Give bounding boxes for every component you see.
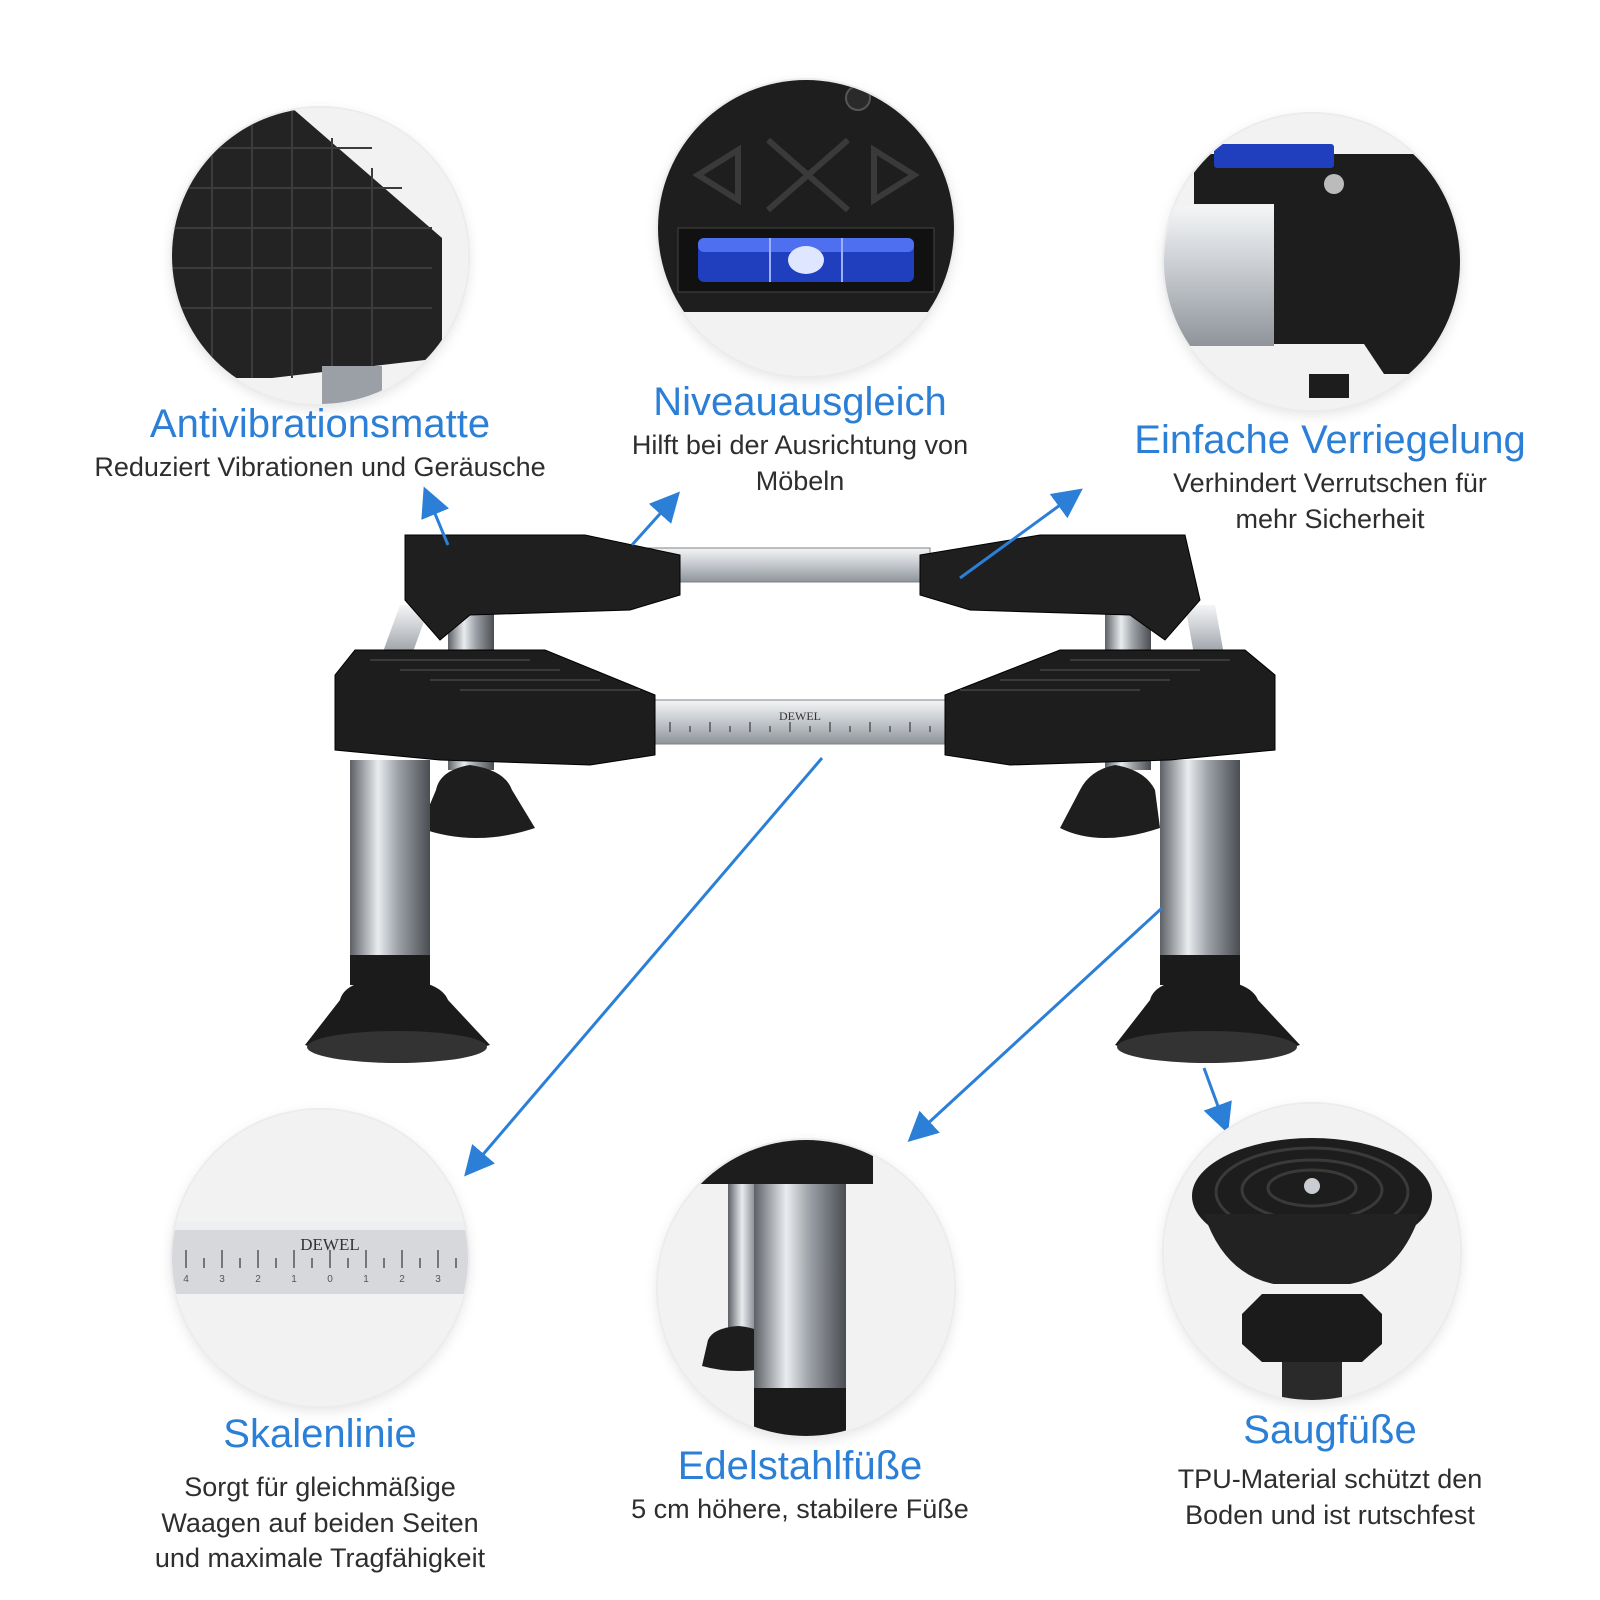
feature-description: Verhindert Verrutschen für mehr Sicherhe…: [1100, 466, 1560, 537]
feature-stainless-steel-feet: Edelstahlfüße 5 cm höhere, stabilere Füß…: [580, 1444, 1020, 1528]
anti-vibration-mat-surface: [172, 108, 442, 378]
front-left-bracket-ribs: [370, 659, 640, 691]
arrow-antivibration: [421, 486, 450, 546]
scale-tick-label: 3: [435, 1274, 441, 1285]
feature-description-line: Reduziert Vibrationen und Geräusche: [94, 452, 546, 482]
detail-circle-suction-feet: [1164, 1104, 1460, 1400]
arrow-locking: [959, 488, 1083, 580]
scale-tick-label: 4: [183, 1274, 189, 1285]
detail-circle-stainless-steel-feet: [658, 1140, 954, 1436]
lock-screw-icon: [1324, 174, 1344, 194]
front-right-bracket-ribs: [960, 659, 1230, 691]
feature-description-line: mehr Sicherheit: [1235, 503, 1425, 534]
front-right-corner-bracket: [944, 649, 1276, 766]
scale-ruler: [172, 1222, 468, 1294]
detail-circle-spirit-level: [658, 80, 954, 376]
back-right-corner-bracket: [919, 534, 1201, 641]
detail-circle-scale-line: DEWEL 4 3 2 1 0 1 2 3: [172, 1110, 468, 1406]
feature-locking: Einfache Verriegelung Verhindert Verruts…: [1100, 418, 1560, 537]
front-right-foot-pad: [1117, 1031, 1297, 1063]
feature-title: Antivibrationsmatte: [149, 402, 491, 446]
scale-tick-label: 1: [363, 1274, 369, 1285]
left-side-rail: [380, 605, 430, 660]
scale-tick-label: 0: [327, 1274, 333, 1285]
feature-description-line: TPU-Material schützt den: [1177, 1464, 1483, 1494]
feature-antivibration: Antivibrationsmatte Reduziert Vibratione…: [40, 402, 600, 486]
arrow-steel-feet: [907, 906, 1164, 1143]
back-rail: [639, 547, 931, 583]
feature-description-line: Verhindert Verrutschen für: [1173, 468, 1487, 498]
feature-leveling: Niveauausgleich Hilft bei der Ausrichtun…: [560, 380, 1040, 499]
front-right-leg: [1160, 760, 1240, 970]
front-left-foot-pad: [307, 1031, 487, 1063]
feature-suction-feet: Saugfüße TPU-Material schützt den Boden …: [1110, 1408, 1550, 1533]
arrow-leveling: [630, 491, 681, 547]
back-left-foot: [420, 765, 535, 838]
front-rail-scale-ticks: [669, 722, 931, 732]
front-left-corner-bracket: [334, 649, 656, 766]
feature-description: Reduziert Vibrationen und Geräusche: [40, 450, 600, 486]
feature-title: Einfache Verriegelung: [1134, 418, 1526, 462]
feature-description-line: Möbeln: [755, 465, 845, 496]
arrow-suction-feet: [1202, 1067, 1232, 1134]
scale-tick-label: 1: [291, 1274, 297, 1285]
detail-circle-antivibration-mat: [172, 108, 468, 404]
scale-tick-label: 2: [399, 1274, 405, 1285]
feature-title: Saugfüße: [1243, 1408, 1417, 1452]
feature-title: Edelstahlfüße: [677, 1444, 923, 1488]
feature-description-line: Sorgt für gleichmäßige: [184, 1472, 456, 1502]
back-right-foot: [1060, 765, 1160, 838]
spirit-level-bubble: [788, 246, 824, 274]
front-rail-brand-mark: DEWEL: [779, 709, 821, 723]
front-steel-leg-collar: [754, 1388, 846, 1436]
feature-description: 5 cm höhere, stabilere Füße: [580, 1492, 1020, 1528]
suction-screw-icon: [1304, 1178, 1320, 1194]
feature-description: Hilft bei der Ausrichtung von Möbeln: [560, 428, 1040, 499]
front-left-leg: [350, 760, 430, 970]
feature-description-line: Waagen auf beiden Seiten: [161, 1507, 479, 1538]
feature-description: Sorgt für gleichmäßige Waagen auf beiden…: [100, 1470, 540, 1577]
scale-tick-label: 3: [219, 1274, 225, 1285]
feature-description: TPU-Material schützt den Boden und ist r…: [1110, 1462, 1550, 1533]
feature-title: Niveauausgleich: [653, 380, 947, 424]
feature-description-line: und maximale Tragfähigkeit: [154, 1543, 486, 1574]
feature-title: Skalenlinie: [223, 1412, 417, 1456]
detail-circle-locking-mechanism: [1164, 114, 1460, 410]
feature-description-line: Hilft bei der Ausrichtung von: [631, 430, 969, 460]
scale-tick-label: 2: [255, 1274, 261, 1285]
threaded-stem: [1282, 1362, 1342, 1400]
adjustment-nut: [1242, 1294, 1382, 1362]
feature-scale-line: Skalenlinie Sorgt für gleichmäßige Waage…: [100, 1412, 540, 1577]
scale-brand-mark: DEWEL: [300, 1235, 359, 1254]
back-left-corner-bracket: [404, 534, 681, 641]
front-steel-leg: [754, 1184, 846, 1414]
right-side-rail: [1185, 605, 1225, 660]
locking-bracket: [1194, 154, 1460, 374]
locking-level-vial: [1214, 144, 1334, 168]
feature-description-line: Boden und ist rutschfest: [1185, 1499, 1475, 1530]
feature-description-line: 5 cm höhere, stabilere Füße: [631, 1494, 969, 1524]
arrow-scale: [464, 757, 824, 1177]
